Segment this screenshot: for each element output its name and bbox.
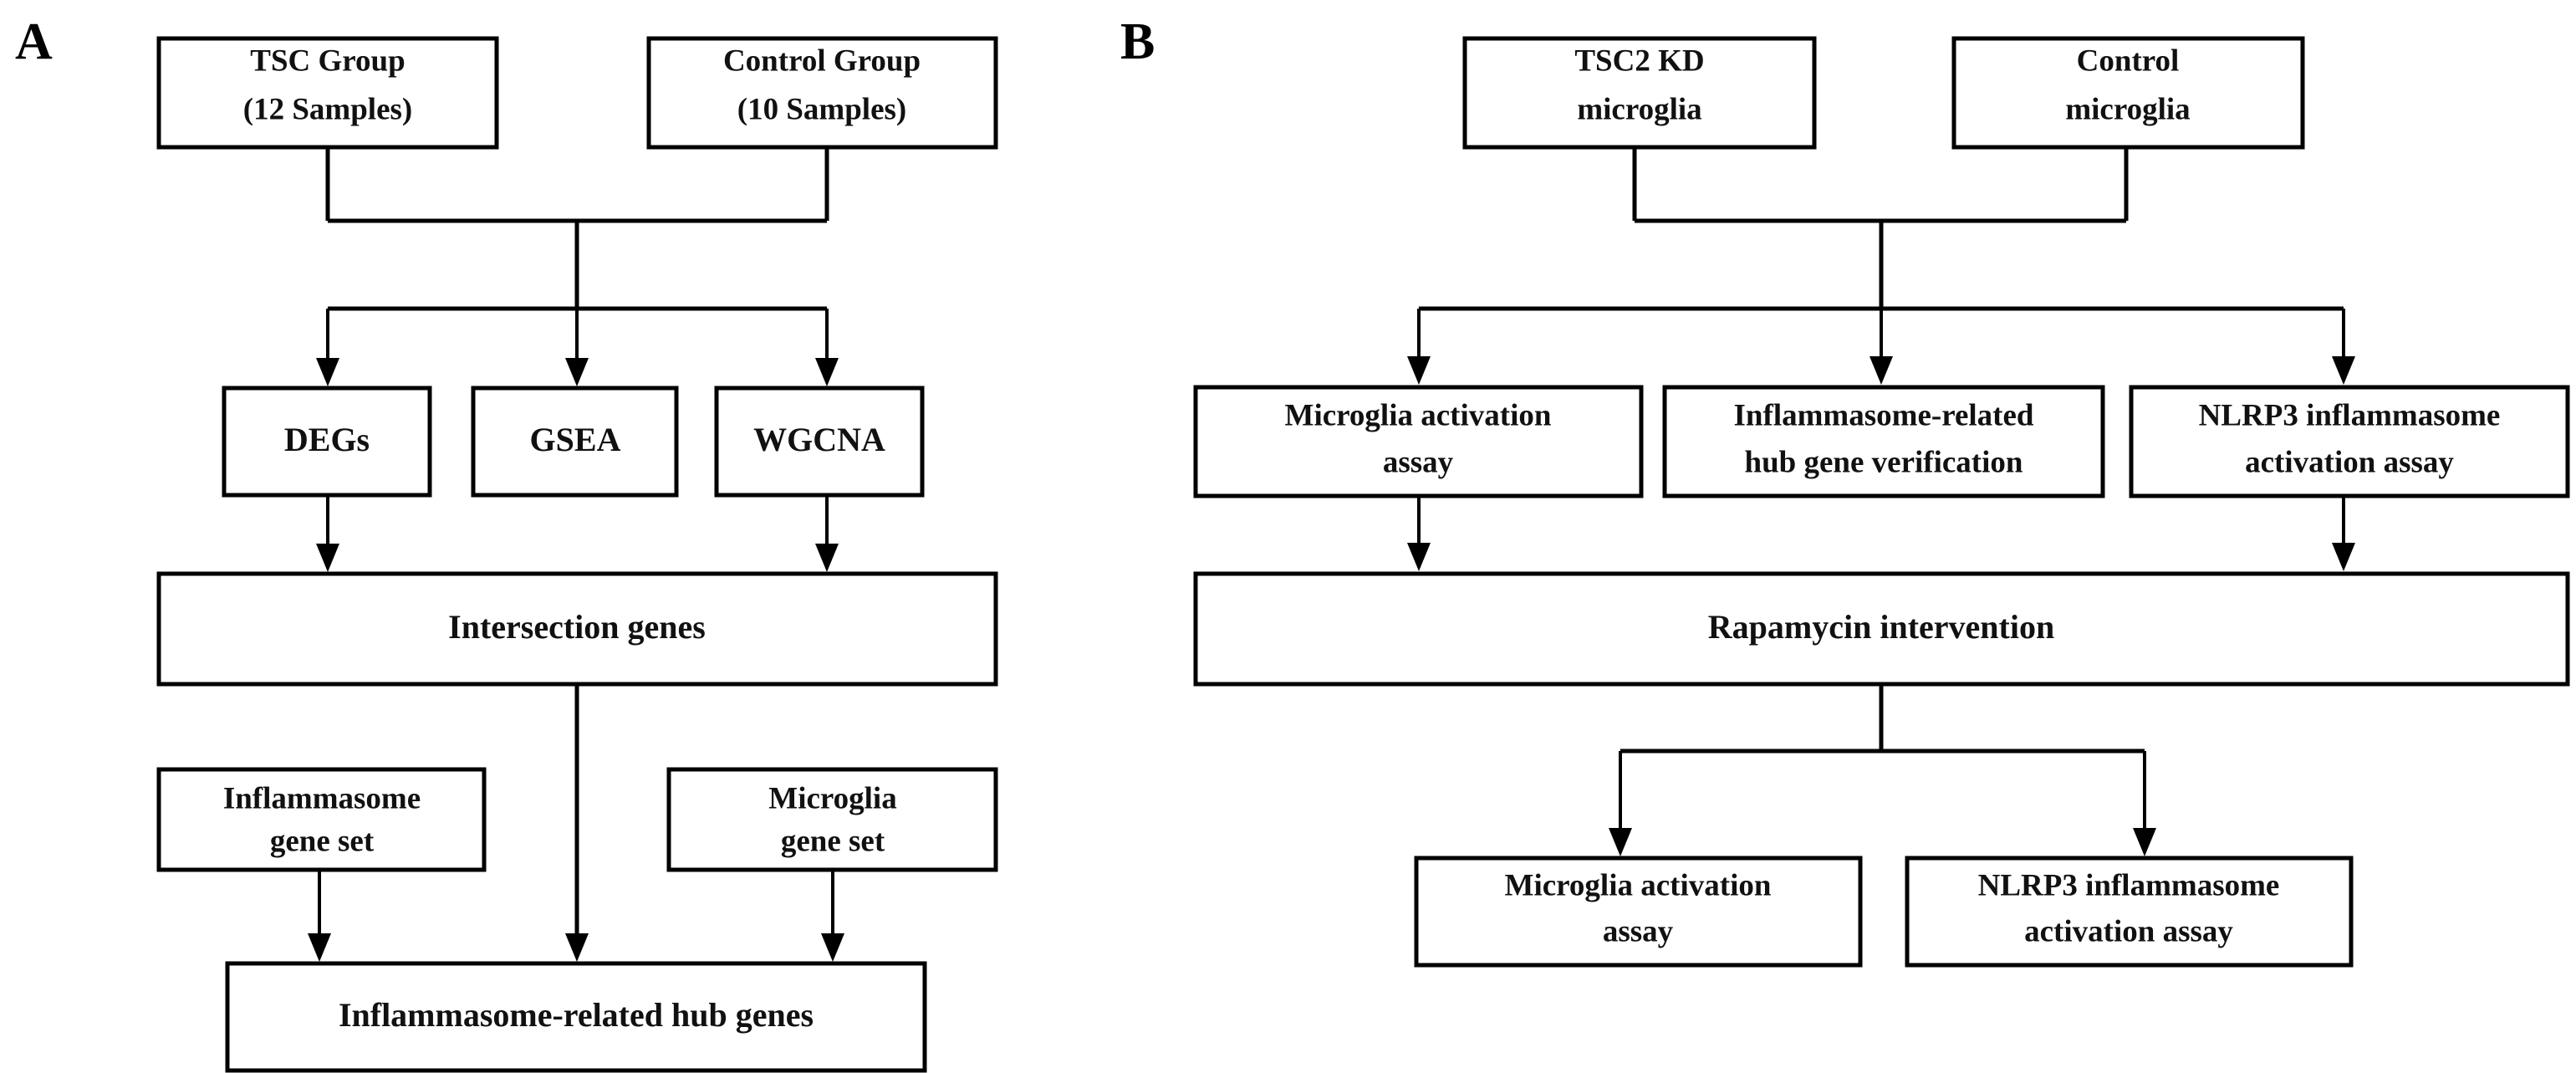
arrowhead-wgcna-intersection (815, 544, 839, 572)
panel-b: B (1120, 13, 2570, 968)
node-tsc2-kd-microglia[interactable]: TSC2 KD microglia (1462, 36, 1817, 150)
node-hub-genes[interactable]: Inflammasome-related hub genes (225, 961, 927, 1073)
node-nlrp3-activation-assay-1[interactable]: NLRP3 inflammasome activation assay (2129, 385, 2570, 498)
node-microglia-activation-assay-1-box[interactable] (1193, 385, 1644, 498)
node-nlrp3-assay-1-line-2: activation assay (2245, 445, 2454, 479)
arrowhead-microglia-assay-2 (1609, 828, 1632, 856)
node-microglia-activation-assay-2-box[interactable] (1414, 856, 1863, 968)
node-rapamycin-intervention[interactable]: Rapamycin intervention (1193, 571, 2570, 687)
node-nlrp3-activation-assay-2-box[interactable] (1905, 856, 2354, 968)
node-wgcna-label: WGCNA (753, 421, 885, 458)
node-control-group-line-1: Control Group (723, 43, 921, 78)
node-tsc-group-box[interactable] (156, 36, 499, 150)
node-intersection-genes-label: Intersection genes (448, 608, 706, 646)
node-wgcna[interactable]: WGCNA (714, 386, 925, 498)
arrowhead-inflammasome-hub (308, 933, 331, 962)
arrowhead-microglia-rapamycin (1407, 543, 1431, 571)
node-gsea-label: GSEA (530, 421, 621, 458)
arrowhead-degs-intersection (316, 544, 339, 572)
panel-a: A (15, 13, 998, 1073)
node-tsc-group-line-1: TSC Group (250, 43, 405, 78)
node-gsea[interactable]: GSEA (471, 386, 679, 498)
node-control-group-line-2: (10 Samples) (737, 92, 906, 126)
node-degs[interactable]: DEGs (222, 386, 432, 498)
node-microglia-assay-2-line-2: assay (1603, 914, 1674, 948)
node-microglia-assay-1-line-2: assay (1383, 445, 1454, 479)
node-microglia-activation-assay-1[interactable]: Microglia activation assay (1193, 385, 1644, 498)
node-microglia-gene-set-box[interactable] (666, 767, 998, 872)
node-nlrp3-assay-1-line-1: NLRP3 inflammasome (2199, 398, 2501, 432)
arrowhead-intersection-hub (565, 933, 589, 962)
node-inflammasome-gene-set-line-1: Inflammasome (223, 781, 421, 815)
node-wgcna-box[interactable] (714, 386, 925, 498)
node-inflammasome-gene-set-box[interactable] (156, 767, 487, 872)
node-tsc-group[interactable]: TSC Group (12 Samples) (156, 36, 499, 150)
panel-b-edges (1407, 147, 2355, 856)
node-microglia-assay-1-line-1: Microglia activation (1285, 398, 1552, 432)
node-tsc2-kd-line-1: TSC2 KD (1574, 43, 1704, 78)
node-control-group-box[interactable] (646, 36, 998, 150)
node-microglia-activation-assay-2[interactable]: Microglia activation assay (1414, 856, 1863, 968)
node-nlrp3-assay-2-line-1: NLRP3 inflammasome (1978, 868, 2280, 902)
node-hub-gene-verification-box[interactable] (1662, 385, 2105, 498)
node-hub-genes-label: Inflammasome-related hub genes (339, 996, 814, 1034)
node-hub-gene-verification[interactable]: Inflammasome-related hub gene verificati… (1662, 385, 2105, 498)
arrowhead-nlrp3-rapamycin (2332, 543, 2355, 571)
node-hub-genes-box[interactable] (225, 961, 927, 1073)
node-gsea-box[interactable] (471, 386, 679, 498)
node-tsc2-kd-microglia-box[interactable] (1462, 36, 1817, 150)
node-microglia-gene-set-line-2: gene set (781, 824, 885, 858)
node-tsc2-kd-line-2: microglia (1577, 92, 1701, 126)
node-control-microglia-line-1: Control (2077, 43, 2180, 78)
node-control-group[interactable]: Control Group (10 Samples) (646, 36, 998, 150)
panel-a-label: A (15, 13, 53, 70)
node-microglia-gene-set-line-1: Microglia (768, 781, 896, 815)
arrowhead-degs (316, 358, 339, 386)
node-hub-verification-line-1: Inflammasome-related (1734, 398, 2034, 432)
panel-a-edges (308, 147, 844, 962)
arrowhead-wgcna (815, 358, 839, 386)
arrowhead-nlrp3-assay-1 (2332, 356, 2355, 385)
node-nlrp3-activation-assay-1-box[interactable] (2129, 385, 2570, 498)
node-rapamycin-intervention-box[interactable] (1193, 571, 2570, 687)
node-degs-box[interactable] (222, 386, 432, 498)
arrowhead-microglia-assay-1 (1407, 356, 1431, 385)
node-tsc-group-line-2: (12 Samples) (243, 92, 412, 126)
arrowhead-microglia-hub (821, 933, 844, 962)
node-rapamycin-label: Rapamycin intervention (1708, 608, 2054, 646)
node-nlrp3-activation-assay-2[interactable]: NLRP3 inflammasome activation assay (1905, 856, 2354, 968)
node-degs-label: DEGs (284, 421, 370, 458)
node-microglia-assay-2-line-1: Microglia activation (1505, 868, 1772, 902)
arrowhead-hub-verification (1870, 356, 1893, 385)
arrowhead-nlrp3-assay-2 (2133, 828, 2156, 856)
node-microglia-gene-set[interactable]: Microglia gene set (666, 767, 998, 872)
node-inflammasome-gene-set-line-2: gene set (270, 824, 375, 858)
panel-b-label: B (1120, 13, 1155, 70)
node-intersection-genes-box[interactable] (156, 571, 998, 687)
node-nlrp3-assay-2-line-2: activation assay (2024, 914, 2233, 948)
node-hub-verification-line-2: hub gene verification (1745, 445, 2023, 479)
node-intersection-genes[interactable]: Intersection genes (156, 571, 998, 687)
arrowhead-gsea (565, 358, 589, 386)
node-control-microglia-box[interactable] (1951, 36, 2305, 150)
node-inflammasome-gene-set[interactable]: Inflammasome gene set (156, 767, 487, 872)
node-control-microglia[interactable]: Control microglia (1951, 36, 2305, 150)
node-control-microglia-line-2: microglia (2065, 92, 2190, 126)
